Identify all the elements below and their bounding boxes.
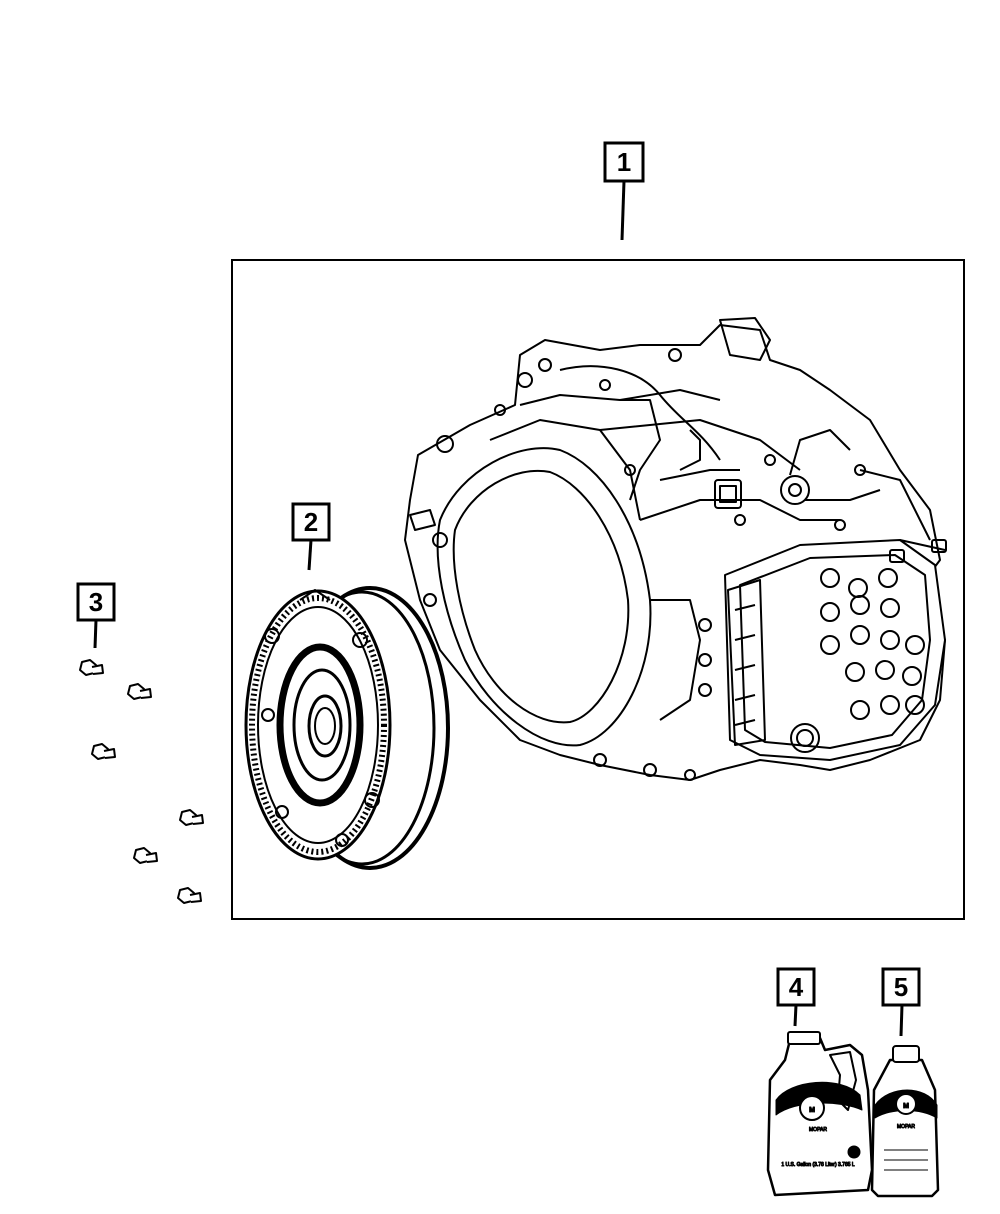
callout-5[interactable]: 5: [881, 967, 921, 1037]
bolt-icon[interactable]: [177, 887, 202, 904]
transmission-assembly-icon[interactable]: [404, 317, 947, 781]
bolt-icon[interactable]: [91, 743, 116, 760]
oil-jug-icon[interactable]: M MOPAR 1 U.S. Gallon (3.78 Liter) 3.785…: [766, 1031, 874, 1197]
bolt-icon[interactable]: [79, 659, 104, 676]
callout-2-leader: [307, 539, 313, 571]
callout-1[interactable]: 1: [603, 141, 645, 241]
bottle-brand-text: MOPAR: [897, 1124, 915, 1130]
callout-5-label: 5: [894, 972, 908, 1002]
jug-label-text: 1 U.S. Gallon (3.78 Liter) 3.785 L: [781, 1162, 855, 1168]
callout-4[interactable]: 4: [776, 967, 816, 1027]
bolt-icon[interactable]: [133, 847, 158, 864]
jug-brand-text: MOPAR: [809, 1127, 827, 1133]
callout-2-label: 2: [304, 507, 318, 537]
callout-4-leader: [793, 1004, 798, 1027]
callout-5-leader: [899, 1004, 904, 1037]
bolt-icon[interactable]: [179, 809, 204, 826]
bolt-group: [79, 659, 204, 904]
callout-1-label: 1: [617, 147, 631, 177]
jug-brand-mark: M: [809, 1107, 815, 1114]
callout-3[interactable]: 3: [76, 582, 116, 649]
callout-1-leader: [620, 180, 626, 241]
callout-2[interactable]: 2: [291, 502, 331, 571]
torque-converter-icon[interactable]: [244, 586, 450, 870]
callout-3-leader: [93, 619, 98, 649]
bottle-brand-mark: M: [903, 1103, 909, 1110]
callout-4-label: 4: [789, 972, 804, 1002]
callout-3-label: 3: [89, 587, 103, 617]
bolt-icon[interactable]: [127, 683, 152, 700]
assembly-frame: [231, 259, 965, 920]
oil-bottle-icon[interactable]: M MOPAR: [870, 1045, 940, 1198]
